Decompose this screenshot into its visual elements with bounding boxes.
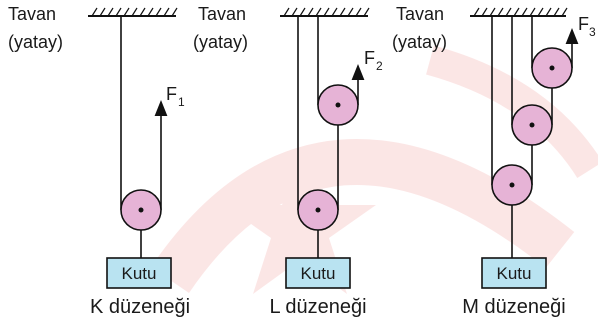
force-label: F 1	[166, 84, 185, 109]
force-letter: F	[166, 84, 177, 104]
arrangement-caption: K düzeneği	[90, 296, 190, 318]
pulley-bottom	[491, 164, 533, 206]
force-letter: F	[578, 14, 589, 34]
force-label: F 2	[364, 48, 383, 73]
box-label: Kutu	[497, 264, 532, 283]
force-subscript: 1	[178, 95, 185, 109]
pulley	[120, 189, 162, 231]
arrangement-caption: M düzeneği	[462, 296, 565, 318]
pulley-middle	[511, 104, 553, 146]
ceiling-label-sub: (yatay)	[392, 32, 447, 52]
ceiling-label: Tavan	[8, 4, 56, 24]
arrangement-l: Tavan (yatay) F 2 Kutu L	[193, 4, 383, 318]
watermark	[151, 45, 598, 294]
box-label: Kutu	[301, 264, 336, 283]
pulley-upper	[317, 84, 359, 126]
arrangement-caption: L düzeneği	[269, 296, 366, 318]
box-label: Kutu	[122, 264, 157, 283]
force-letter: F	[364, 48, 375, 68]
pulley-lower	[297, 189, 339, 231]
ceiling-label-sub: (yatay)	[8, 32, 63, 52]
ceiling-label: Tavan	[198, 4, 246, 24]
ceiling-hatch	[280, 7, 370, 17]
box: Kutu	[106, 257, 172, 289]
ceiling-label: Tavan	[396, 4, 444, 24]
force-label: F 3	[578, 14, 596, 39]
force-subscript: 3	[589, 25, 596, 39]
ceiling-label-sub: (yatay)	[193, 32, 248, 52]
pulley-top	[531, 47, 573, 89]
force-subscript: 2	[376, 59, 383, 73]
ceiling-hatch	[470, 7, 568, 17]
arrangement-k: Tavan (yatay) F 1 Kutu K düzeneği	[8, 4, 190, 318]
box: Kutu	[285, 257, 351, 289]
arrangement-m: Tavan (yatay) F	[392, 4, 596, 318]
box: Kutu	[481, 257, 547, 289]
ceiling-hatch	[88, 7, 178, 17]
